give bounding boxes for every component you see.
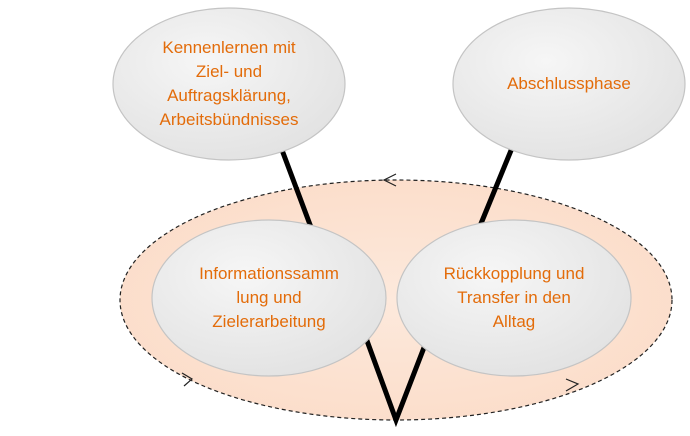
node-information-label: Informationssamm lung und Zielerarbeitun… (199, 264, 339, 331)
node-abschluss-shape (452, 7, 686, 161)
cycle-arrow-right-icon (565, 378, 580, 392)
node-rueckkopplung-shape (396, 219, 632, 377)
node-information-shape (151, 219, 387, 377)
connector-v-shape (363, 331, 433, 428)
node-kennenlernen-label: Kennenlernen mit Ziel- und Auftragskläru… (159, 38, 299, 129)
node-kennenlernen-shape (112, 7, 346, 161)
connector-kennenlernen-information (279, 149, 315, 231)
node-rueckkopplung-label: Rückkopplung und Transfer in den Alltag (443, 264, 585, 331)
connector-abschluss-rueckkopplung (477, 147, 515, 227)
cycle-arrow-left-icon (181, 372, 194, 387)
cycle-arrow-top-icon (382, 173, 397, 187)
node-abschluss-label: Abschlussphase (507, 74, 631, 93)
